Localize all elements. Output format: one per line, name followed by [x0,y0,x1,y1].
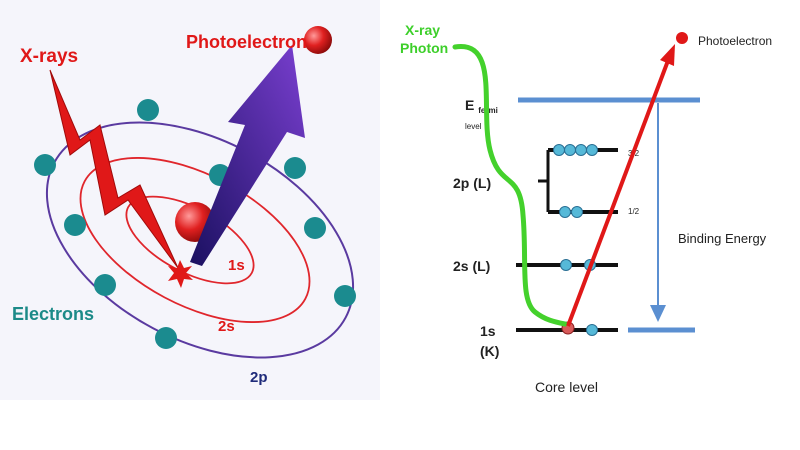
atom-panel-background [0,0,380,400]
orbit-label-1s: 1s [228,257,245,274]
binding-energy-arrowhead-icon [650,305,666,322]
energy-level-panel: X-ray Photon E fermi level 3/2 1/2 [400,22,772,395]
xrays-label: X-rays [20,46,78,67]
level-2p-split-bracket [538,150,550,212]
electron [304,217,326,239]
photoelectron-arrowhead-icon [660,44,675,66]
electron [564,144,576,156]
xray-photon-label: X-ray Photon [400,22,448,56]
orbit-label-2p: 2p [250,369,268,386]
electron [137,99,159,121]
electron [94,274,116,296]
photoelectron-label-left: Photoelectron [186,32,307,52]
atom-panel: X-rays Photoelectron Electrons 1s 2s 2p [0,0,380,400]
fermi-label-e: E [465,97,474,113]
xray-photon-line1: X-ray [405,22,440,38]
level-label-k: (K) [480,343,499,359]
electron [334,285,356,307]
split-label-1-2: 1/2 [628,207,640,216]
level-label-1s: 1s [480,323,496,339]
electrons-label: Electrons [12,304,94,324]
photoelectron-sphere [304,26,332,54]
electron [571,206,583,218]
photoelectron-label-right: Photoelectron [698,34,772,48]
electron [559,206,571,218]
level-label-2p: 2p (L) [453,175,491,191]
photoelectron-arrow-icon [190,45,305,266]
electron [284,157,306,179]
photoelectron-dot [676,32,688,44]
impact-star-icon [168,260,193,288]
electron [586,144,598,156]
electron [586,324,598,336]
xray-photon-path [452,44,568,327]
binding-energy-label: Binding Energy [678,231,767,246]
level-electrons [553,144,598,336]
electron [560,259,572,271]
electron [553,144,565,156]
photoelectron-arrow-line [566,57,671,327]
electron [34,154,56,176]
electron [64,214,86,236]
fermi-label: E fermi [465,97,498,115]
xray-photon-line2: Photon [400,40,448,56]
level-label-2s: 2s (L) [453,258,490,274]
core-level-label: Core level [535,379,598,395]
fermi-label-level: level [465,122,482,131]
electron [575,144,587,156]
orbit-label-2s: 2s [218,318,235,335]
electron [155,327,177,349]
